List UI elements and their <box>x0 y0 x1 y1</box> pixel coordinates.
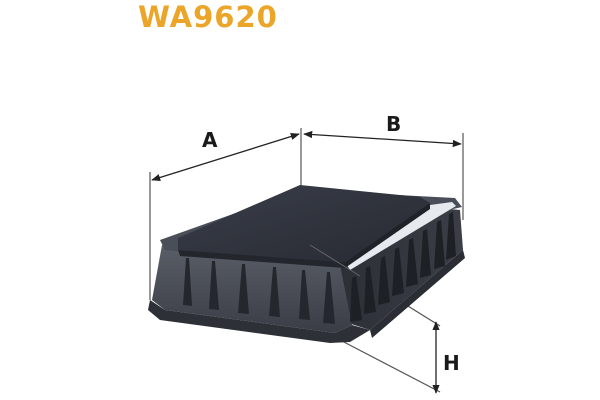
side-ribs <box>350 212 456 322</box>
product-code-title: WA9620 <box>138 0 278 34</box>
dimension-h-label: H <box>443 351 460 375</box>
air-filter <box>148 185 465 343</box>
dimension-a-label: A <box>202 128 218 152</box>
pointer-line <box>309 244 361 277</box>
filter-media <box>345 202 456 270</box>
front-ribs <box>183 258 335 324</box>
filter-bottom-lip-side <box>370 250 465 338</box>
foam-edge <box>178 250 345 268</box>
filter-bottom-lip <box>148 300 370 343</box>
dimension-a-arrow <box>151 132 300 182</box>
extension-line-h-bottom <box>339 339 441 393</box>
foam-prefilter <box>178 185 430 262</box>
dimension-b-label: B <box>386 112 401 136</box>
foam-side-edge <box>345 203 430 268</box>
dimension-b-arrow <box>303 130 462 148</box>
